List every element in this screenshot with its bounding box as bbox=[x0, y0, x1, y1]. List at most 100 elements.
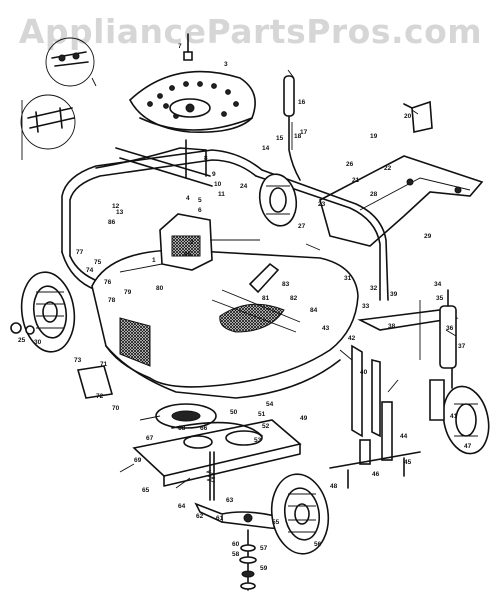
callout: 78 bbox=[108, 297, 116, 304]
callout: 60 bbox=[232, 541, 240, 548]
callout: 42 bbox=[348, 335, 356, 342]
callout: 77 bbox=[76, 249, 84, 256]
callout: 54 bbox=[266, 401, 274, 408]
callout: 74 bbox=[86, 267, 94, 274]
callout: 59 bbox=[260, 565, 268, 572]
callout: 18 bbox=[294, 133, 302, 140]
callout: 75 bbox=[94, 259, 102, 266]
callout: 39 bbox=[390, 291, 398, 298]
callout: 32 bbox=[370, 285, 378, 292]
callout: 33 bbox=[362, 303, 370, 310]
callout: 34 bbox=[434, 281, 442, 288]
callout: 17 bbox=[300, 129, 308, 136]
callout: 48 bbox=[330, 483, 338, 490]
callout: 7 bbox=[178, 43, 182, 50]
seat bbox=[129, 33, 256, 179]
callout: 61 bbox=[216, 515, 224, 522]
callout: 3 bbox=[224, 61, 228, 68]
callout: 14 bbox=[262, 145, 270, 152]
callout: 55 bbox=[272, 519, 280, 526]
callout: 79 bbox=[124, 289, 132, 296]
callout: 66 bbox=[200, 425, 208, 432]
callout: 21 bbox=[352, 177, 360, 184]
right-rear-wheel bbox=[429, 379, 490, 455]
callout: 70 bbox=[112, 405, 120, 412]
callout: 71 bbox=[100, 361, 108, 368]
callout: 83 bbox=[282, 281, 290, 288]
callout: 85 bbox=[184, 251, 192, 258]
callout: 43 bbox=[322, 325, 330, 332]
callout: 5 bbox=[198, 197, 202, 204]
engine-assembly bbox=[119, 213, 280, 294]
callout: 86 bbox=[108, 219, 116, 226]
side-plate bbox=[76, 365, 114, 399]
callout: 30 bbox=[34, 339, 42, 346]
front-left-wheel bbox=[10, 271, 76, 353]
callout: 44 bbox=[400, 433, 408, 440]
callout: 22 bbox=[384, 165, 392, 172]
callout: 37 bbox=[458, 343, 466, 350]
callout: 31 bbox=[344, 275, 352, 282]
callout: 2 bbox=[190, 239, 194, 246]
callout: 56 bbox=[314, 541, 322, 548]
callout: 9 bbox=[212, 171, 216, 178]
callout: 19 bbox=[370, 133, 378, 140]
callout: 6 bbox=[198, 207, 202, 214]
callout: 26 bbox=[346, 161, 354, 168]
callout: 80 bbox=[156, 285, 164, 292]
callout: 84 bbox=[310, 307, 318, 314]
callout: 64 bbox=[178, 503, 186, 510]
callout: 10 bbox=[214, 181, 222, 188]
spindle-hardware bbox=[239, 529, 257, 591]
rear-left-wheel bbox=[258, 173, 298, 227]
callout: 68 bbox=[178, 425, 186, 432]
mower-deck bbox=[91, 249, 359, 399]
front-axle-assembly bbox=[351, 289, 459, 438]
callout: 50 bbox=[230, 409, 238, 416]
callout: 51 bbox=[258, 411, 266, 418]
callout: 36 bbox=[446, 325, 454, 332]
callout: 73 bbox=[74, 357, 82, 364]
callout: 35 bbox=[436, 295, 444, 302]
callout: 16 bbox=[298, 99, 306, 106]
hitch-plate bbox=[319, 155, 484, 247]
callout: 40 bbox=[360, 369, 368, 376]
callout: 20 bbox=[404, 113, 412, 120]
callout: 65 bbox=[142, 487, 150, 494]
callout: 62 bbox=[196, 513, 204, 520]
leader-lines bbox=[119, 69, 457, 489]
steering-post bbox=[283, 75, 301, 181]
pulley-plate bbox=[132, 403, 302, 501]
callout: 25 bbox=[18, 337, 26, 344]
callout: 67 bbox=[146, 435, 154, 442]
front-right-wheel bbox=[270, 473, 330, 555]
callout: 46 bbox=[372, 471, 380, 478]
callout: 76 bbox=[104, 279, 112, 286]
callout: 15 bbox=[276, 135, 284, 142]
callout: 41 bbox=[450, 413, 458, 420]
callout: 24 bbox=[240, 183, 248, 190]
callout: 49 bbox=[300, 415, 308, 422]
callouts: 7 3 16 17 18 15 14 19 20 21 22 23 24 25 … bbox=[18, 43, 472, 572]
callout: 12 bbox=[112, 203, 120, 210]
callout: 81 bbox=[262, 295, 270, 302]
detail-view-top bbox=[45, 37, 97, 87]
bracket-plate bbox=[403, 100, 433, 133]
callout: 27 bbox=[298, 223, 306, 230]
callout: 45 bbox=[404, 459, 412, 466]
callout: 72 bbox=[96, 393, 104, 400]
detail-view-bracket bbox=[20, 94, 76, 160]
callout: 11 bbox=[218, 191, 225, 198]
callout: 52 bbox=[262, 423, 270, 430]
callout: 8 bbox=[204, 155, 208, 162]
callout: 1 bbox=[152, 257, 156, 264]
callout: 47 bbox=[464, 443, 472, 450]
callout: 82 bbox=[290, 295, 298, 302]
callout: 23 bbox=[318, 201, 326, 208]
callout: 38 bbox=[388, 323, 396, 330]
callout: 4 bbox=[186, 195, 190, 202]
callout: 28 bbox=[370, 191, 378, 198]
callout: 58 bbox=[232, 551, 240, 558]
callout: 29 bbox=[424, 233, 432, 240]
